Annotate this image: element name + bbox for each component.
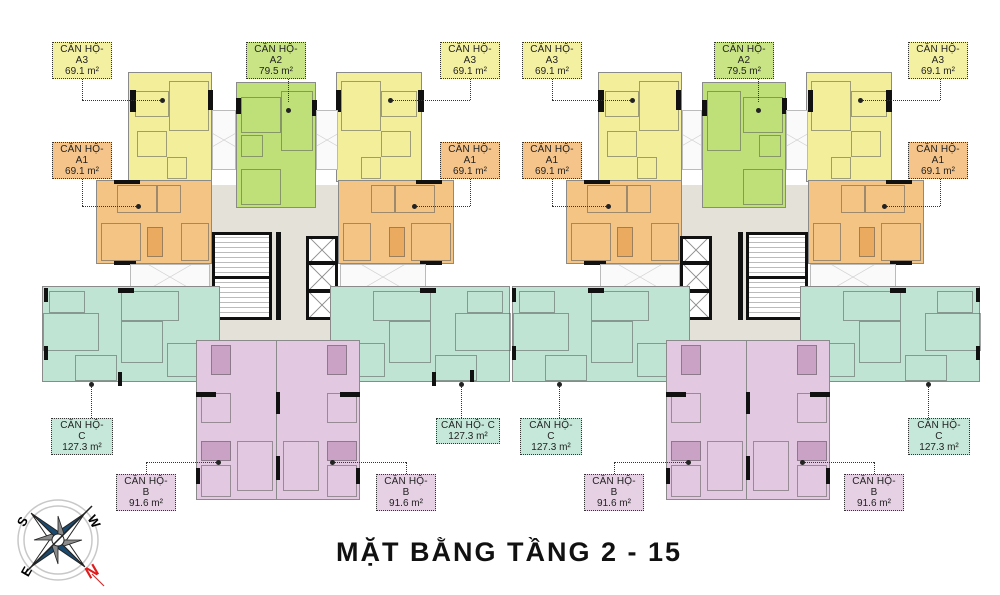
unit-c (512, 286, 690, 382)
unit-b (666, 340, 748, 500)
unit-c (330, 286, 511, 382)
unit-a3 (128, 72, 212, 182)
unit-a3 (336, 72, 422, 182)
unit-a1 (566, 180, 682, 264)
page-title: MẶT BẰNG TẦNG 2 - 15 (336, 537, 683, 567)
unit-a1 (808, 180, 924, 264)
stairwell (746, 232, 808, 280)
unit-b (196, 340, 278, 500)
stairwell (212, 232, 272, 280)
unit-b (276, 340, 360, 500)
compass-icon (17, 499, 105, 587)
unit-b (746, 340, 830, 500)
unit-a1 (338, 180, 454, 264)
unit-a3 (598, 72, 682, 182)
elevator (306, 236, 338, 264)
unit-c (800, 286, 981, 382)
elevator (680, 262, 712, 292)
unit-c (42, 286, 220, 382)
unit-a3 (806, 72, 892, 182)
unit-a2 (236, 82, 316, 208)
stairwell (746, 276, 808, 320)
unit-a1 (96, 180, 212, 264)
unit-a2 (702, 82, 786, 208)
stairwell (212, 276, 272, 320)
compass-rose: S W E N (8, 494, 108, 590)
elevator (680, 236, 712, 264)
